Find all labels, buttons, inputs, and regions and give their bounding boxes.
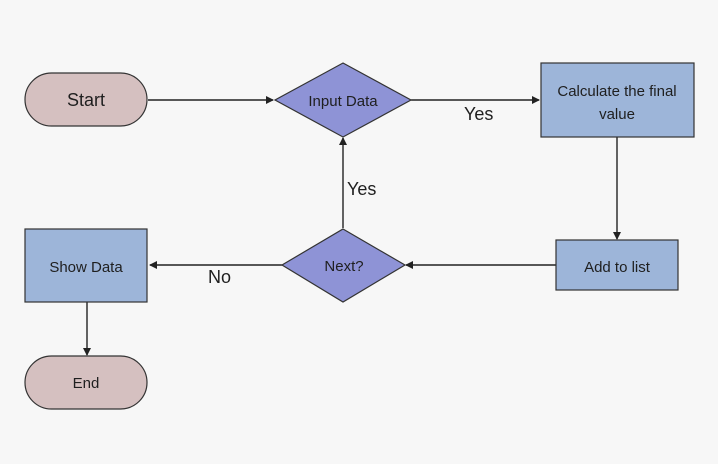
input-data-node: Input Data bbox=[273, 62, 413, 138]
calculate-label-line1: Calculate the final bbox=[557, 83, 676, 100]
calculate-node: Calculate the final value bbox=[540, 62, 695, 138]
edge-label-no: No bbox=[208, 267, 231, 287]
next-label: Next? bbox=[324, 258, 363, 275]
add-to-list-label: Add to list bbox=[584, 259, 651, 276]
show-data-label: Show Data bbox=[49, 259, 123, 276]
next-node: Next? bbox=[280, 228, 407, 303]
start-label: Start bbox=[67, 90, 105, 110]
add-to-list-shape bbox=[555, 239, 679, 291]
show-data-node: Show Data bbox=[24, 228, 148, 303]
start-shape bbox=[24, 72, 148, 127]
calculate-label-line2: value bbox=[599, 106, 635, 123]
edge-label-yes-up: Yes bbox=[347, 179, 376, 199]
input-data-label: Input Data bbox=[308, 93, 378, 110]
end-node: End bbox=[24, 355, 148, 410]
input-data-shape bbox=[273, 62, 413, 138]
add-to-list-node: Add to list bbox=[555, 239, 679, 291]
edge-label-yes-right: Yes bbox=[464, 104, 493, 124]
show-data-shape bbox=[24, 228, 148, 303]
next-shape bbox=[280, 228, 407, 303]
end-shape bbox=[24, 355, 148, 410]
start-node: Start bbox=[24, 72, 148, 127]
calculate-shape bbox=[540, 62, 695, 138]
connectors bbox=[83, 96, 621, 356]
end-label: End bbox=[73, 375, 100, 392]
